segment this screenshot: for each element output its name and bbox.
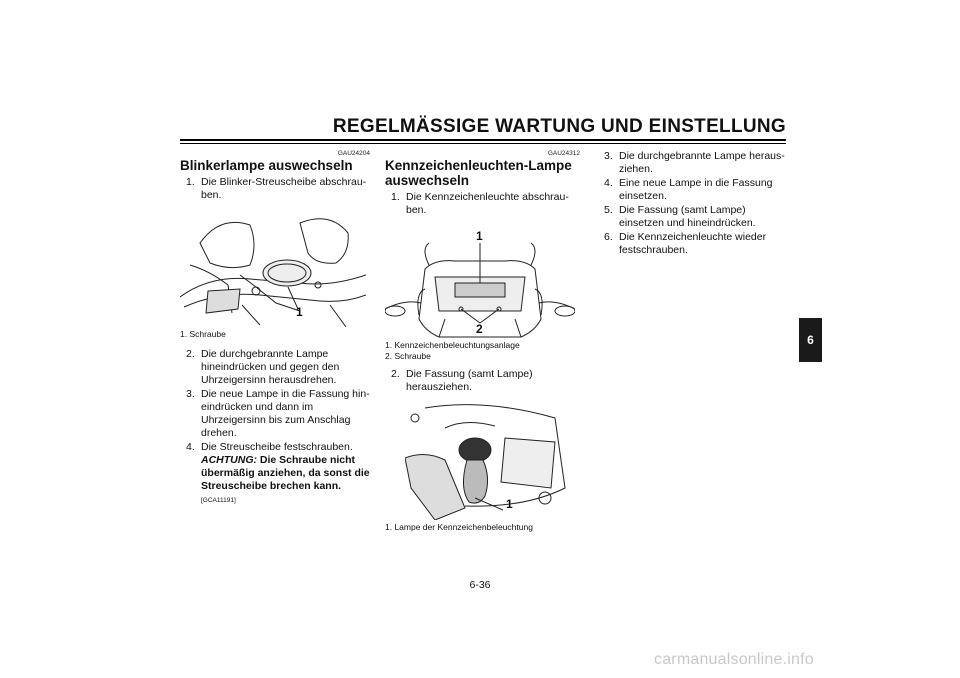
step-text: Die Fassung (samt Lampe) herauszie­hen.: [406, 368, 533, 393]
step-item: 3. Die durchgebrannte Lampe heraus­ziehe…: [598, 150, 788, 176]
step-text: Die Streuscheibe festschrauben.: [201, 441, 353, 453]
right-column: 3. Die durchgebrannte Lampe heraus­ziehe…: [598, 150, 788, 258]
figure-callout: 1: [506, 497, 513, 511]
step-text: Die Kennzeichenleuchte abschrau­ben.: [406, 191, 569, 216]
section-title-blinker: Blinkerlampe auswechseln: [180, 158, 353, 173]
step-text: Eine neue Lampe in die Fassung ein­setze…: [619, 177, 773, 202]
turn-signal-illustration: [180, 218, 366, 327]
section-title-line: Kennzeichenleuchten-Lampe: [385, 158, 572, 173]
step-item: 1. Die Kennzeichenleuchte abschrau­ben.: [385, 191, 580, 217]
step-item: 2. Die durchgebrannte Lampe hineindrü­ck…: [180, 348, 370, 387]
bulb-socket-illustration: [405, 404, 566, 520]
middle-column: GAU24312 Kennzeichenleuchten-Lampe auswe…: [385, 150, 580, 533]
step-number: 1.: [391, 191, 400, 203]
step-item: 3. Die neue Lampe in die Fassung hin­ein…: [180, 388, 370, 440]
watermark: carmanualsonline.info: [654, 651, 814, 668]
header-rule-thin: [180, 143, 786, 144]
figure-caption: 1. Lampe der Kennzeichenbeleuchtung: [385, 522, 580, 533]
step-text: Die Fassung (samt Lampe) einsetzen und h…: [619, 204, 756, 229]
step-text: Die durchgebrannte Lampe heraus­ziehen.: [619, 150, 785, 175]
chapter-tab: 6: [799, 318, 822, 362]
caption-line: 1. Schraube: [180, 329, 226, 339]
step-item: 4. Eine neue Lampe in die Fassung ein­se…: [598, 177, 788, 203]
step-number: 1.: [186, 176, 195, 188]
step-text: Die Blinker-Streuscheibe abschrau­ben.: [201, 176, 367, 201]
section-code: GAU24204: [337, 150, 370, 157]
figure-caption: 1. Kennzeichenbeleuchtungsanlage 2. Schr…: [385, 340, 580, 362]
figure-callout-bottom: 2: [476, 322, 483, 336]
step-item: 6. Die Kennzeichenleuchte wieder fest­sc…: [598, 231, 788, 257]
left-column: GAU24204 Blinkerlampe auswechseln 1. Die…: [180, 150, 370, 508]
caption-line: 2. Schraube: [385, 351, 431, 361]
section-code: GAU24312: [547, 150, 580, 157]
step-number: 3.: [604, 150, 613, 162]
step-item: 4. Die Streuscheibe festschrauben. ACHTU…: [180, 441, 370, 507]
step-number: 4.: [186, 441, 195, 453]
step-number: 4.: [604, 177, 613, 189]
step-text: Die durchgebrannte Lampe hineindrü­cken …: [201, 348, 340, 386]
step-number: 2.: [391, 368, 400, 380]
section-title-line: auswechseln: [385, 173, 470, 188]
page-header-title: REGELMÄSSIGE WARTUNG UND EINSTELLUNG: [332, 116, 786, 137]
figure-caption: 1. Schraube: [180, 329, 370, 340]
license-light-illustration: [385, 242, 575, 338]
figure-license-light-assembly: 1 2: [385, 219, 575, 338]
step-text: Die neue Lampe in die Fassung hin­eindrü…: [201, 388, 370, 439]
step-number: 3.: [186, 388, 195, 400]
page-number: 6-36: [469, 579, 491, 591]
step-number: 5.: [604, 204, 613, 216]
step-item: 5. Die Fassung (samt Lampe) einsetzen un…: [598, 204, 788, 230]
section-title-license-light: Kennzeichenleuchten-Lampe auswechseln: [385, 158, 580, 188]
figure-turn-signal: 1: [180, 205, 366, 327]
step-number: 6.: [604, 231, 613, 243]
step-number: 2.: [186, 348, 195, 360]
caption-line: 1. Kennzeichenbeleuchtungsanlage: [385, 340, 520, 350]
step-text: Die Kennzeichenleuchte wieder fest­schra…: [619, 231, 767, 256]
step-item: 1. Die Blinker-Streuscheibe abschrau­ben…: [180, 176, 370, 202]
step-item: 2. Die Fassung (samt Lampe) herauszie­he…: [385, 368, 580, 394]
warning-text: Die Schraube nicht übermäßig anziehen, d…: [201, 454, 370, 492]
warning-code: [GCA11191]: [201, 497, 236, 504]
warning-label: ACHTUNG:: [201, 454, 257, 466]
figure-callout: 1: [296, 305, 303, 319]
figure-bulb-socket: 1: [405, 398, 575, 520]
caption-line: 1. Lampe der Kennzeichenbeleuchtung: [385, 522, 533, 532]
header-rule: [180, 139, 786, 141]
figure-callout-top: 1: [476, 229, 483, 243]
